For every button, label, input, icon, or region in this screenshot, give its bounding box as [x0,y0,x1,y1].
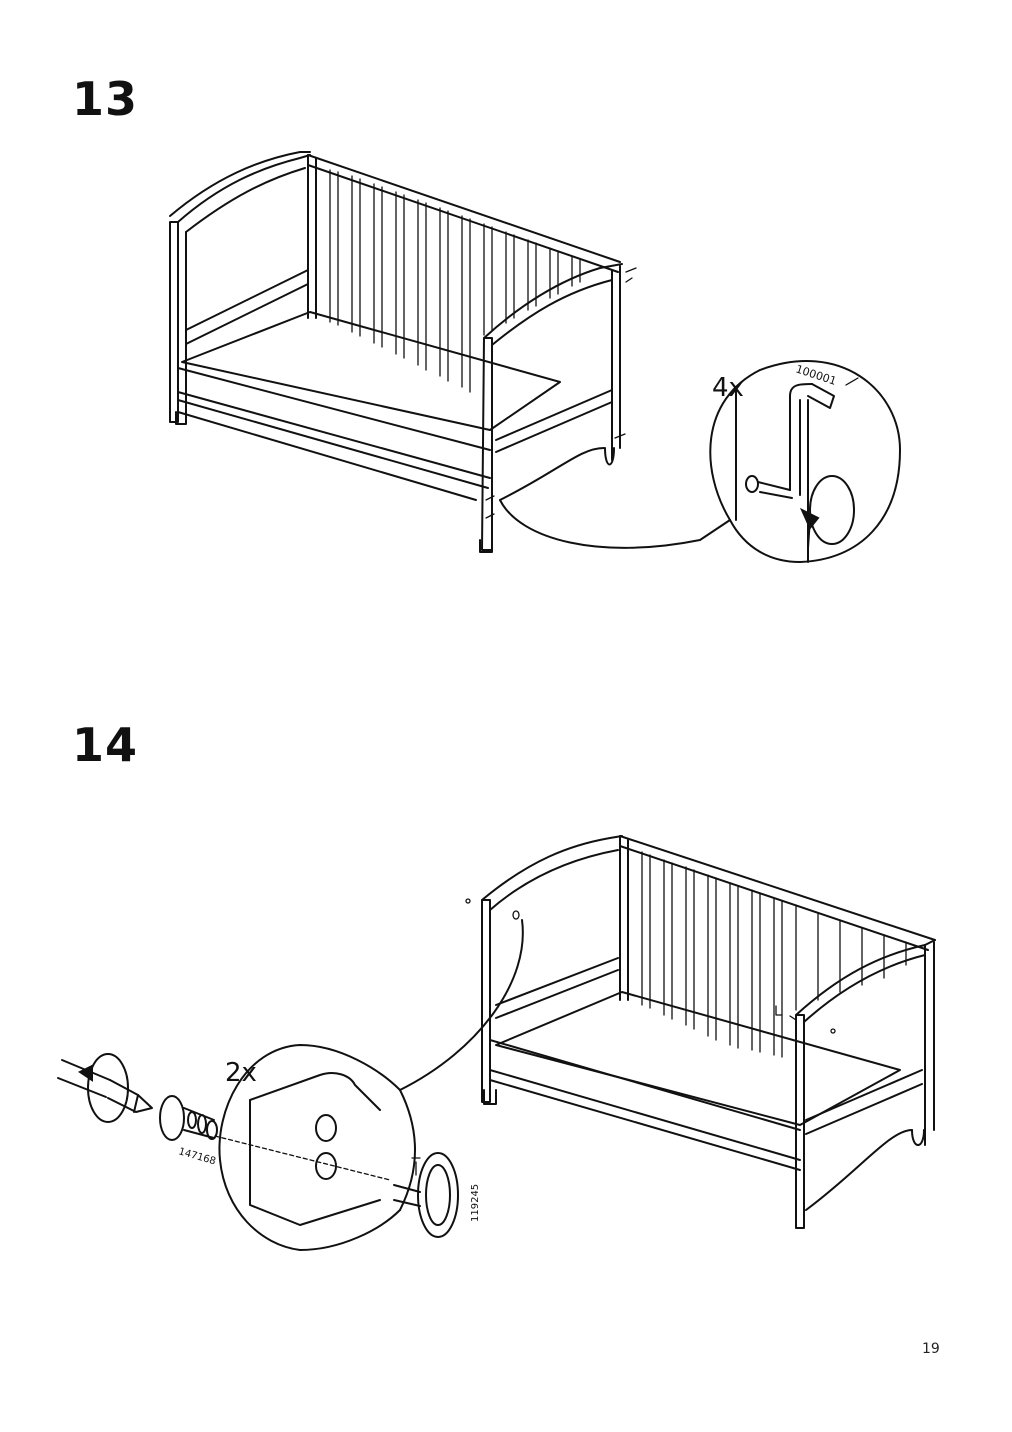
step-14-screw-part-number: 147168 [177,1146,217,1167]
step-14-detail-callout: 119245 2x [214,919,524,1251]
step-13-detail-callout: 100001 4x [499,360,901,563]
screw-icon: 147168 [159,1095,218,1167]
step-14-cam-part-number: 119245 [470,1184,481,1222]
step-13-number: 13 [72,72,139,126]
step-14-quantity: 2x [225,1058,257,1088]
page-number: 19 [922,1341,940,1357]
step-13-quantity: 4x [712,373,744,403]
step-14-crib-illustration [465,835,936,1229]
step-13-crib-illustration [169,151,637,553]
step-14-number: 14 [72,718,139,772]
screwdriver-icon [57,1053,153,1123]
